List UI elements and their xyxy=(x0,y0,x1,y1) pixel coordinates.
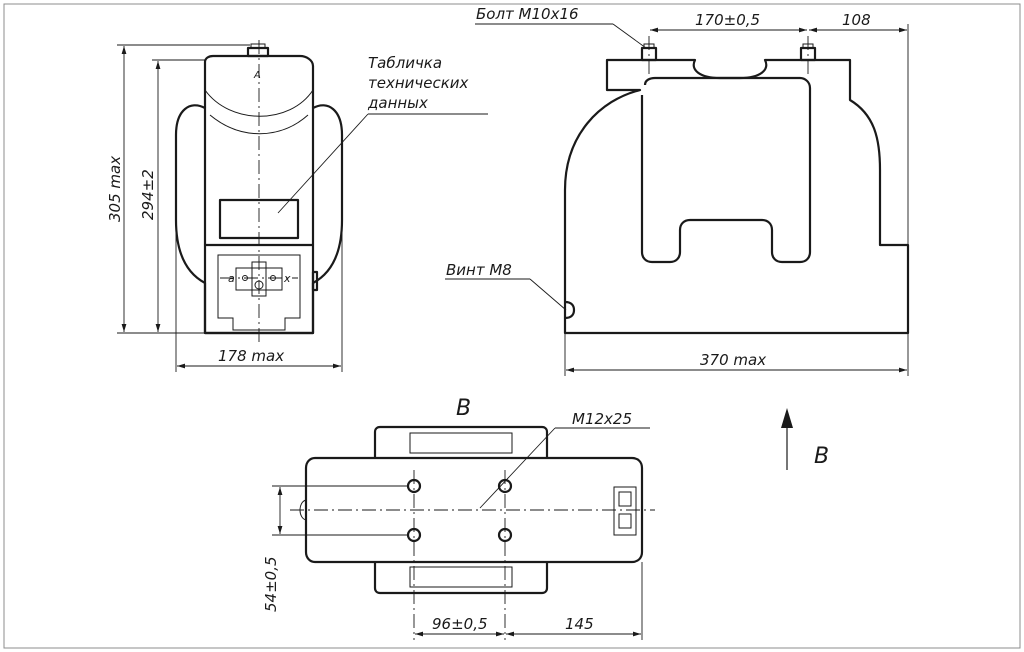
front-side-lug xyxy=(311,270,319,292)
side-core-window xyxy=(640,76,812,264)
thread-callout: M12x25 xyxy=(572,410,632,428)
bottom-bottom-tab xyxy=(373,562,549,595)
front-head-arc xyxy=(204,89,314,117)
dim-length: 370 max xyxy=(700,351,766,369)
dim-hole-offset: 145 xyxy=(565,615,594,633)
front-top-bolt xyxy=(246,46,270,58)
bottom-top-tab xyxy=(373,425,549,458)
nameplate-callout-line2: технических xyxy=(368,74,469,92)
dim-bolt-offset: 108 xyxy=(842,11,871,29)
bottom-bottom-slot xyxy=(409,566,513,588)
side-screw xyxy=(564,300,576,320)
view-arrow-head xyxy=(781,408,793,428)
nameplate-callout-line3: данных xyxy=(367,94,428,112)
dim-width: 178 max xyxy=(218,347,284,365)
bottom-terminal-top xyxy=(618,491,632,507)
terminal-mark-top: A xyxy=(253,70,261,81)
dim-total-height: 305 max xyxy=(106,156,124,222)
view-direction-arrow: В xyxy=(781,408,829,470)
terminal-box-inner xyxy=(217,254,301,331)
dim-hole-spacing-y: 54±0,5 xyxy=(262,556,280,612)
front-view: A a x Табличка технических данных 305 ma… xyxy=(106,40,488,372)
bottom-terminal-block xyxy=(613,486,637,536)
bottom-base-plate xyxy=(304,456,644,564)
side-view: Болт М10x16 Винт М8 170±0,5 108 370 max xyxy=(445,5,910,376)
front-head-curve xyxy=(209,114,309,135)
view-letter-bottom: В xyxy=(456,396,471,421)
drawing-frame xyxy=(3,3,1021,649)
nameplate-leader xyxy=(277,113,369,214)
bolt-callout: Болт М10x16 xyxy=(476,5,579,23)
nameplate-callout-line1: Табличка xyxy=(368,54,442,72)
screw-callout: Винт М8 xyxy=(446,261,512,279)
thread-leader xyxy=(479,427,556,509)
bottom-view: В M12x25 54±0,5 96±0,5 xyxy=(262,396,655,640)
bolt-leader xyxy=(612,23,647,49)
bottom-terminal-bottom xyxy=(618,513,632,529)
front-top-bolt-head xyxy=(250,43,266,49)
terminal-mark-x: x xyxy=(283,272,291,285)
screw-leader xyxy=(529,278,567,311)
dim-axis-height: 294±2 xyxy=(139,169,157,220)
bottom-top-slot xyxy=(409,432,513,454)
side-body-outline xyxy=(563,58,910,335)
dim-hole-spacing-x: 96±0,5 xyxy=(432,615,488,633)
view-arrow-label: В xyxy=(814,444,829,469)
dim-bolt-spacing: 170±0,5 xyxy=(695,11,760,29)
terminal-mark-a: a xyxy=(228,272,235,285)
